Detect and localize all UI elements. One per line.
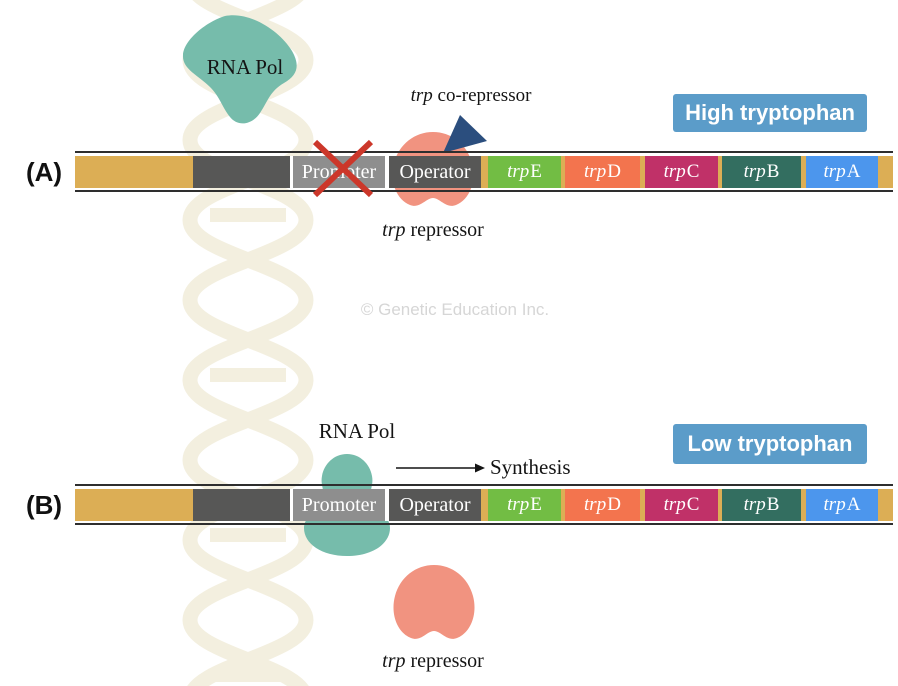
co-repressor-label-rest: co-repressor bbox=[432, 85, 532, 106]
repressor-label-rest: repressor bbox=[405, 219, 484, 241]
gene-label-letter: D bbox=[607, 161, 621, 182]
rna-polymerase-blob-a bbox=[182, 15, 297, 124]
segment-leader bbox=[193, 489, 290, 521]
gene-label-prefix: trp bbox=[743, 161, 766, 182]
trp-repressor-blob-b bbox=[393, 565, 475, 639]
dna-strand-line bbox=[75, 151, 893, 153]
gene-label-prefix: trp bbox=[743, 494, 766, 515]
x-cross-icon bbox=[312, 139, 374, 198]
segment-operator: Operator bbox=[389, 156, 481, 188]
gene-label-prefix: trp bbox=[507, 161, 530, 182]
high-tryptophan-badge: High tryptophan bbox=[673, 94, 867, 132]
gene-label-prefix: trp bbox=[584, 161, 607, 182]
low-tryptophan-badge: Low tryptophan bbox=[673, 424, 867, 464]
segment-gap bbox=[385, 489, 389, 521]
gene-label-letter: C bbox=[686, 161, 700, 182]
segment-gap bbox=[290, 156, 293, 188]
right-arrow-icon bbox=[396, 463, 485, 473]
segment-operator: Operator bbox=[389, 489, 481, 521]
dna-strand-line bbox=[75, 190, 893, 192]
segment-promoter: Promoter bbox=[293, 489, 385, 521]
gene-label-prefix: trp bbox=[584, 494, 607, 515]
repressor-label-rest: repressor bbox=[405, 650, 484, 672]
gene-label-letter: C bbox=[686, 494, 700, 515]
gene-label-prefix: trp bbox=[823, 161, 846, 182]
dna-strand-line bbox=[75, 484, 893, 486]
copyright-watermark: © Genetic Education Inc. bbox=[360, 300, 550, 319]
segment-leader bbox=[193, 156, 290, 188]
gene-label-letter: B bbox=[766, 494, 780, 515]
trp-repressor-label-a: trp repressor bbox=[348, 219, 518, 242]
repressor-label-italic: trp bbox=[382, 219, 406, 241]
gene-label-letter: B bbox=[766, 161, 780, 182]
rna-pol-label-a: RNA Pol bbox=[206, 55, 284, 79]
co-repressor-label-italic: trp bbox=[410, 85, 433, 106]
gene-label-prefix: trp bbox=[663, 161, 686, 182]
co-repressor-label: trp co-repressor bbox=[386, 85, 556, 107]
panel-b-label: (B) bbox=[26, 490, 63, 520]
panel-a-label: (A) bbox=[26, 157, 63, 187]
synthesis-label: Synthesis bbox=[490, 455, 571, 479]
gene-label-letter: E bbox=[530, 494, 542, 515]
triangle-icon bbox=[443, 115, 487, 153]
gene-label-letter: E bbox=[530, 161, 542, 182]
gene-label-letter: D bbox=[607, 494, 621, 515]
repressor-label-italic: trp bbox=[382, 650, 406, 672]
gene-label-prefix: trp bbox=[823, 494, 846, 515]
dna-strand-line bbox=[75, 523, 893, 525]
trp-repressor-label-b: trp repressor bbox=[348, 650, 518, 673]
gene-label-prefix: trp bbox=[507, 494, 530, 515]
gene-label-letter: A bbox=[846, 494, 861, 515]
rna-pol-label-b: RNA Pol bbox=[318, 419, 396, 443]
segment-gap bbox=[385, 156, 389, 188]
segment-gap bbox=[290, 489, 293, 521]
gene-label-prefix: trp bbox=[663, 494, 686, 515]
gene-label-letter: A bbox=[846, 161, 861, 182]
